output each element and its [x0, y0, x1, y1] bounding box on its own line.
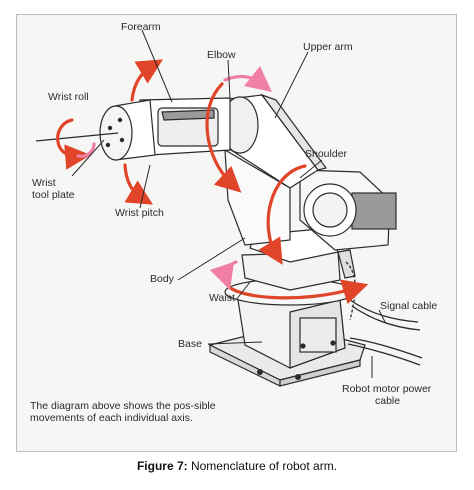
label-wrist-roll: Wrist roll [48, 91, 89, 103]
shoulder-arrow [258, 164, 307, 265]
elbow-arrow [205, 82, 242, 193]
label-forearm: Forearm [121, 21, 161, 33]
label-body: Body [150, 273, 175, 285]
label-motor-cable-line1: Robot motor power [342, 383, 432, 395]
caption-prefix: Figure 7: [136, 459, 188, 473]
label-wrist-pitch: Wrist pitch [115, 207, 164, 219]
label-wrist: Wrist [32, 177, 56, 189]
robot-wrist [99, 99, 156, 161]
wrist-pitch-arrow-up [130, 59, 163, 102]
label-waist: Waist [209, 292, 235, 304]
robot-base [208, 299, 366, 387]
label-upper-arm: Upper arm [303, 41, 353, 53]
wrist-pitch-arrow-down [123, 163, 153, 205]
robot-cables [345, 261, 423, 366]
elbow-arrow-back [223, 66, 272, 92]
label-elbow: Elbow [207, 49, 236, 61]
label-signal-cable: Signal cable [380, 300, 437, 312]
diagram-note: The diagram above shows the pos-sible mo… [30, 400, 216, 424]
wrist-roll-axis-line [35, 132, 119, 142]
wrist-roll-arrow-back [76, 142, 96, 158]
label-motor-cable-line2: cable [375, 395, 400, 407]
wrist-roll-arrow [56, 118, 91, 170]
label-shoulder: Shoulder [305, 148, 348, 160]
caption-text: Nomenclature of robot arm. [187, 459, 338, 473]
motion-arrows [56, 59, 369, 304]
robot-shoulder [299, 169, 397, 251]
leader-lines [71, 29, 386, 378]
figure-caption: Figure 7: Nomenclature of robot arm. [0, 459, 474, 473]
label-base: Base [178, 338, 202, 350]
label-tool-plate: tool plate [32, 189, 75, 201]
waist-arrow-back [209, 260, 238, 291]
